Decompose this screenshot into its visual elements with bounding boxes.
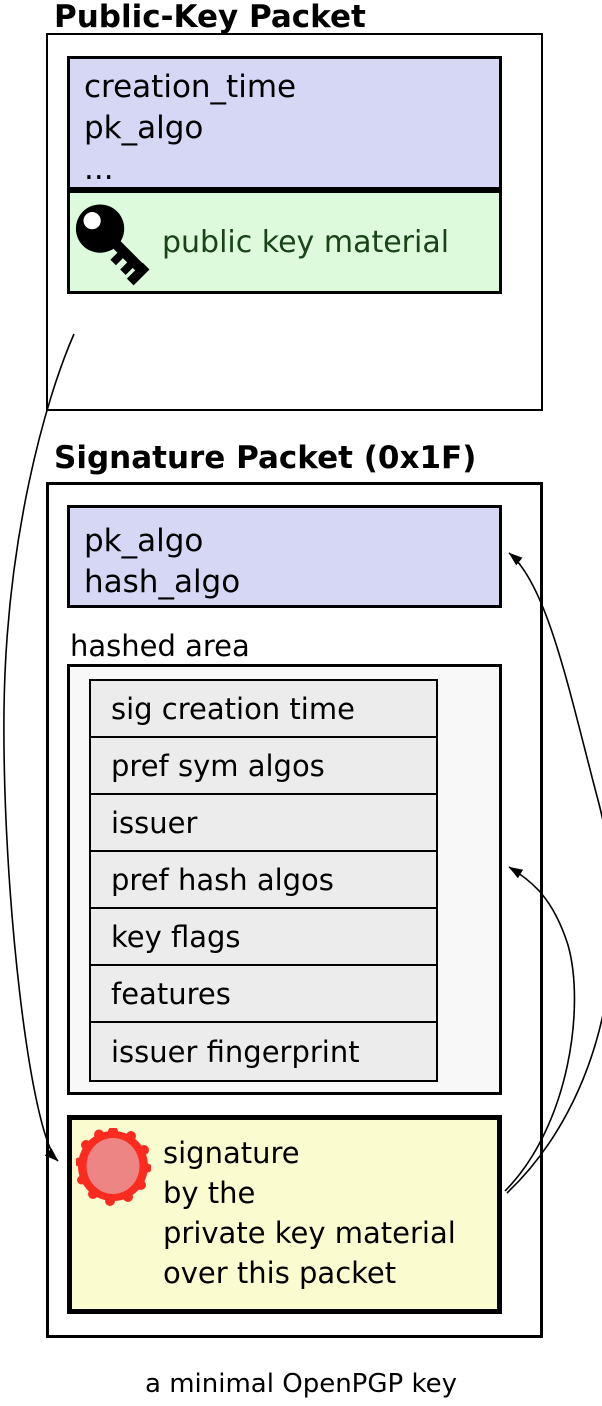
public-key-packet-title: Public-Key Packet <box>54 0 366 35</box>
field-pk-algo: pk_algo <box>84 110 204 146</box>
key-icon <box>75 204 150 286</box>
field-ellipsis: ... <box>84 151 114 187</box>
public-key-material-label: public key material <box>162 224 450 260</box>
subpacket-issuer-fingerprint: issuer fingerprint <box>111 1034 360 1069</box>
field-creation-time: creation_time <box>84 69 297 105</box>
hashed-area-label: hashed area <box>70 629 250 663</box>
public-key-header-fields-box: creation_time pk_algo ... <box>67 56 502 190</box>
figure-caption: a minimal OpenPGP key <box>145 1369 457 1399</box>
field-sig-pk-algo: pk_algo <box>84 523 204 559</box>
subpacket-table: sig creation time pref sym algos issuer … <box>89 679 438 1082</box>
signature-description: signature by the private key material ov… <box>163 1133 456 1293</box>
subpacket-features: features <box>91 966 436 1023</box>
subpacket-pref-hash-algos: pref hash algos <box>91 852 436 909</box>
signature-line-1: signature <box>163 1136 300 1170</box>
signature-line-3: private key material <box>163 1216 456 1250</box>
seal-icon <box>76 1128 151 1206</box>
subpacket-sig-creation-time: sig creation time <box>91 681 436 738</box>
subpacket-pref-sym-algos: pref sym algos <box>91 738 436 795</box>
subpacket-issuer: issuer <box>91 795 436 852</box>
field-hash-algo: hash_algo <box>84 564 241 600</box>
signature-packet-title: Signature Packet (0x1F) <box>54 440 477 476</box>
subpacket-key-flags: key flags <box>91 909 436 966</box>
signature-line-4: over this packet <box>163 1256 397 1290</box>
signature-line-2: by the <box>163 1176 256 1210</box>
signature-header-fields-box: pk_algo hash_algo <box>67 505 502 608</box>
